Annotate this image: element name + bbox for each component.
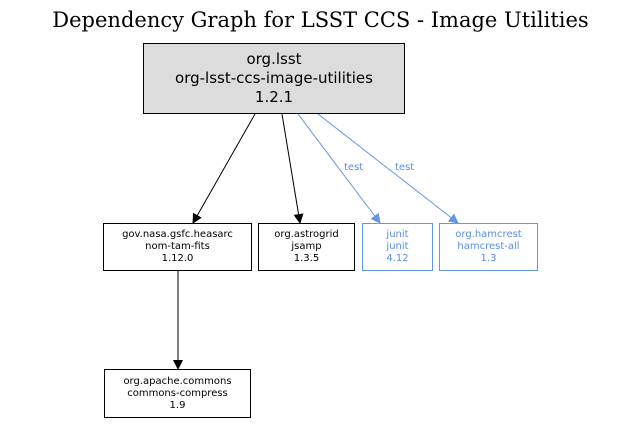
- edge-label-hamcrest-test: test: [395, 162, 415, 173]
- node-commons-compress-artifact: commons-compress: [127, 387, 228, 399]
- node-junit[interactable]: junit junit 4.12: [362, 223, 433, 271]
- node-nom-tam-fits[interactable]: gov.nasa.gsfc.heasarc nom-tam-fits 1.12.…: [103, 223, 252, 271]
- node-nom-tam-fits-artifact: nom-tam-fits: [145, 241, 210, 252]
- node-hamcrest-version: 1.3: [480, 253, 497, 264]
- node-nom-tam-fits-group: gov.nasa.gsfc.heasarc: [122, 229, 233, 240]
- node-commons-compress-version: 1.9: [169, 399, 186, 411]
- node-commons-compress-group: org.apache.commons: [123, 375, 232, 387]
- node-hamcrest-artifact: hamcrest-all: [457, 241, 520, 252]
- node-root[interactable]: org.lsst org-lsst-ccs-image-utilities 1.…: [143, 43, 405, 114]
- node-hamcrest-group: org.hamcrest: [455, 229, 522, 240]
- node-junit-artifact: junit: [386, 241, 409, 252]
- edge-label-junit-test: test: [344, 162, 364, 173]
- node-hamcrest[interactable]: org.hamcrest hamcrest-all 1.3: [439, 223, 538, 271]
- node-root-version: 1.2.1: [254, 88, 294, 106]
- edge-root-to-junit: [297, 113, 381, 224]
- node-commons-compress[interactable]: org.apache.commons commons-compress 1.9: [104, 369, 251, 418]
- node-jsamp-version: 1.3.5: [293, 253, 320, 264]
- node-nom-tam-fits-version: 1.12.0: [161, 253, 194, 264]
- node-root-artifact: org-lsst-ccs-image-utilities: [175, 69, 373, 87]
- graph-title: Dependency Graph for LSST CCS - Image Ut…: [52, 8, 589, 32]
- node-junit-group: junit: [386, 229, 409, 240]
- edge-root-to-hamcrest: [317, 113, 459, 224]
- node-root-group: org.lsst: [246, 50, 302, 68]
- node-junit-version: 4.12: [386, 253, 409, 264]
- edge-root-to-jsamp: [281, 113, 304, 224]
- edge-root-to-nom-tam-fits: [192, 113, 256, 224]
- node-jsamp-artifact: jsamp: [291, 241, 322, 252]
- node-jsamp-group: org.astrogrid: [274, 229, 339, 240]
- node-jsamp[interactable]: org.astrogrid jsamp 1.3.5: [258, 223, 355, 271]
